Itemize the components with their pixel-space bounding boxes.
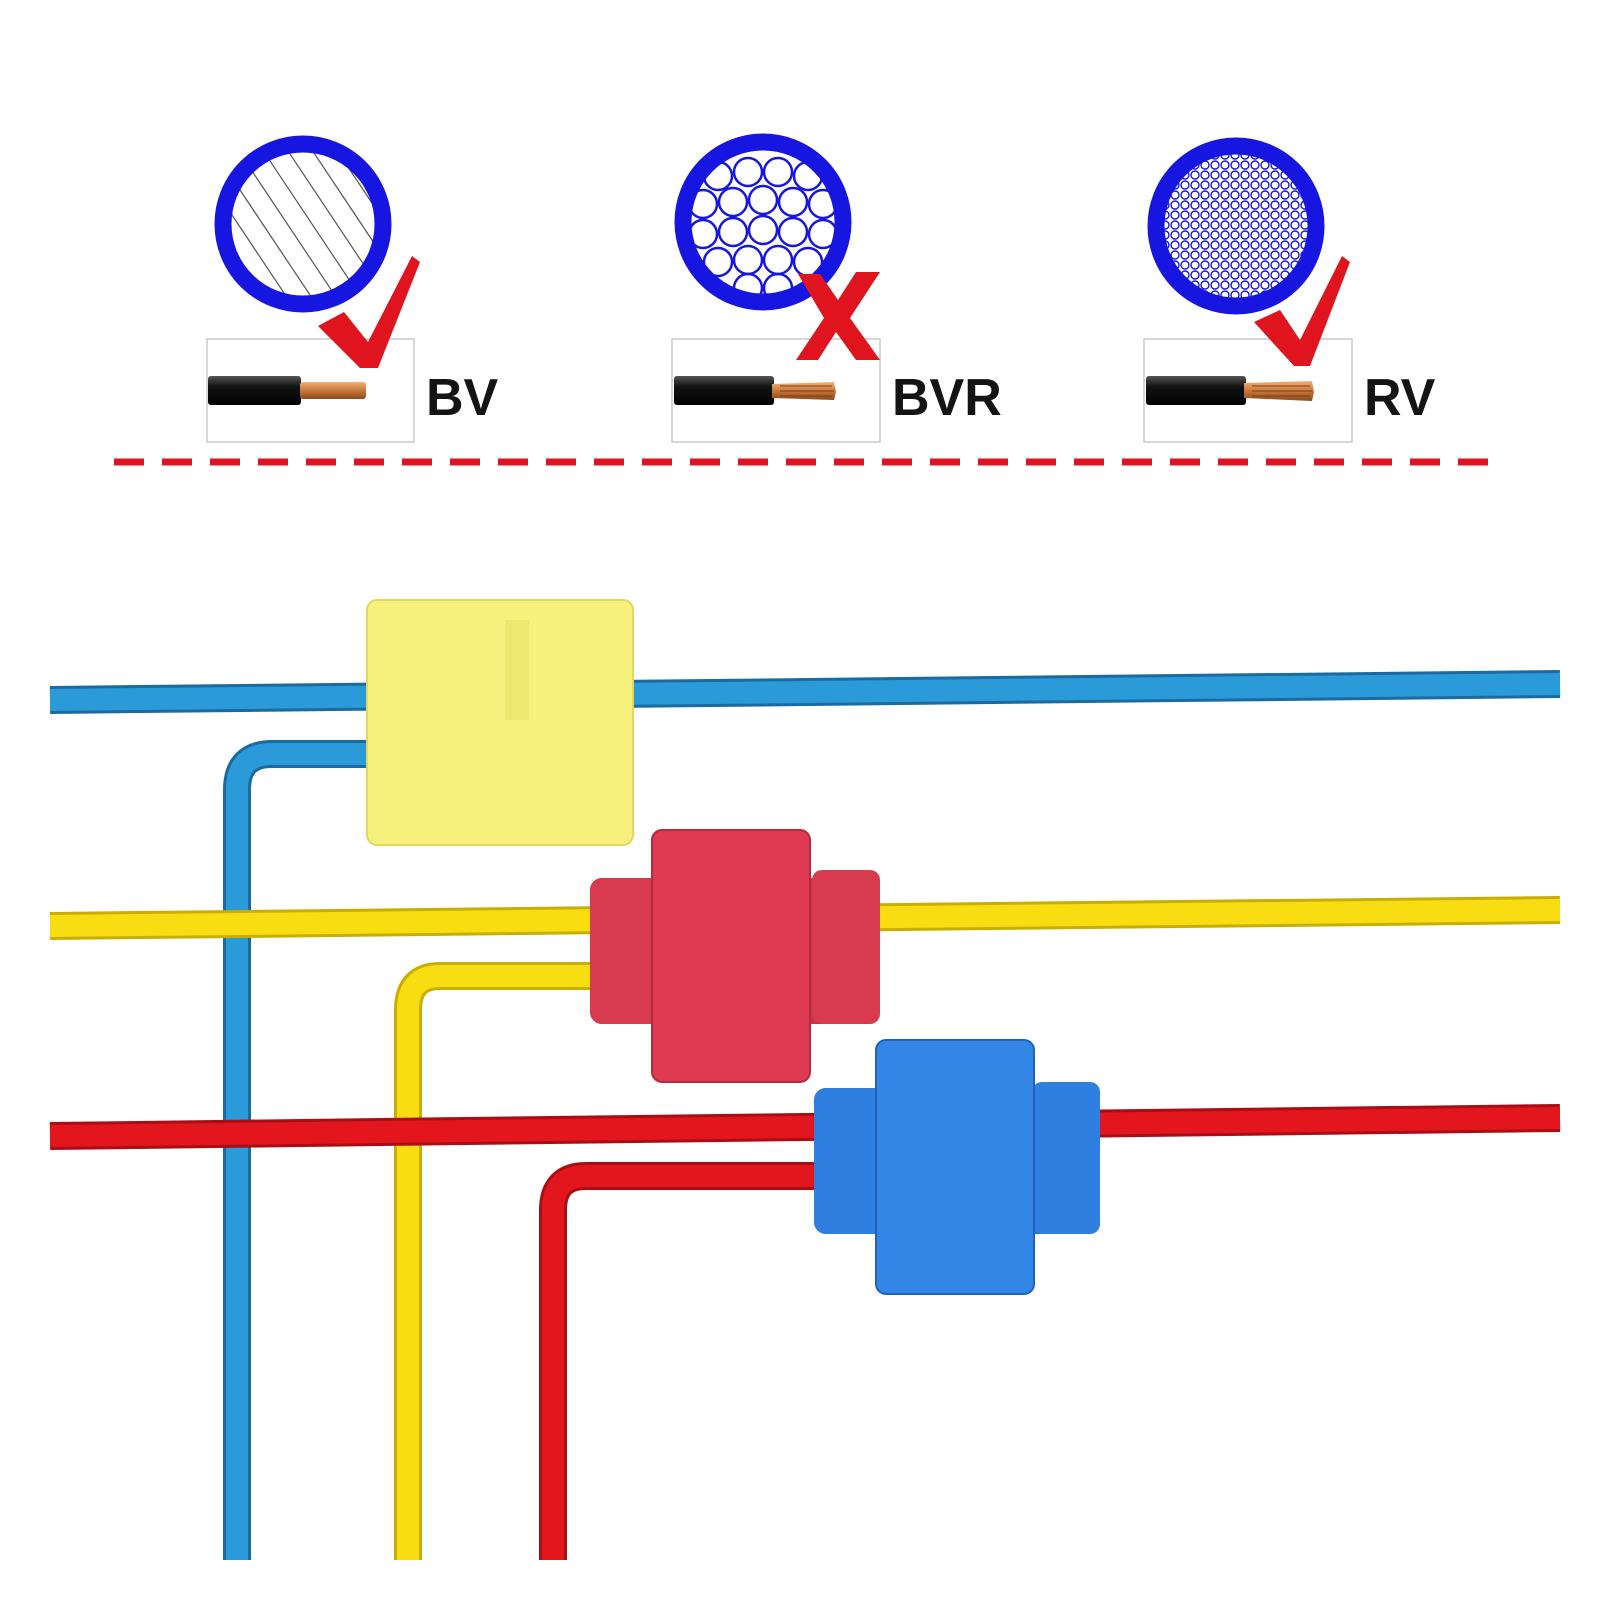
yellow-tap-connector — [366, 599, 634, 846]
check-mark-icon — [318, 256, 420, 368]
check-mark-icon — [1254, 256, 1350, 366]
bv-wire-photo — [206, 338, 415, 443]
rv-wire-photo — [1143, 338, 1353, 443]
blue-wire — [49, 670, 1561, 1560]
bv-label: BV — [426, 369, 499, 427]
rv-label: RV — [1364, 369, 1436, 427]
bvr-label: BVR — [892, 369, 1002, 427]
bvr-cross-section-icon — [674, 133, 852, 311]
rv-cross-section-icon — [1147, 137, 1325, 315]
cross-mark-icon — [796, 272, 880, 360]
red-wire — [49, 1104, 1561, 1560]
bvr-wire-photo — [671, 338, 881, 443]
bv-cross-section-icon — [214, 135, 392, 313]
blue-tap-connector — [814, 1039, 1100, 1295]
red-tap-connector — [590, 829, 880, 1083]
